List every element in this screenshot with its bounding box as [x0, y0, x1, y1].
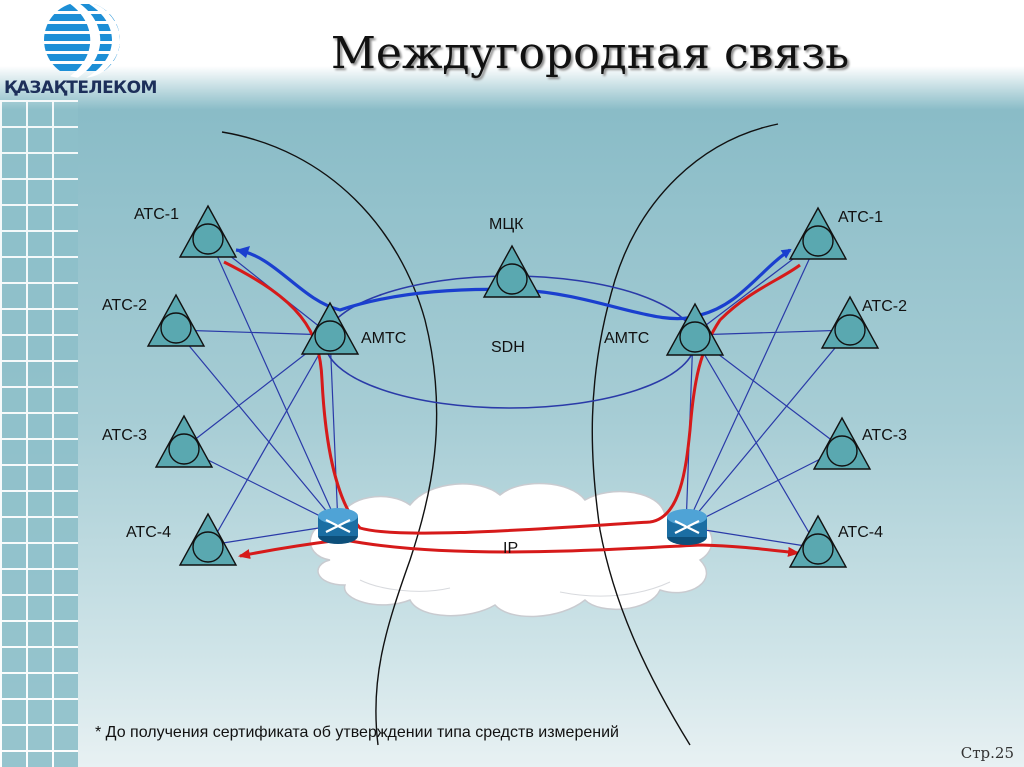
- label-atc2-right: АТС-2: [862, 298, 907, 315]
- router-icon-right: [667, 509, 707, 545]
- node-amtc-left: [300, 301, 360, 355]
- header-band: [0, 0, 1024, 110]
- node-atc2-left: [146, 293, 206, 347]
- node-atc2-right: [820, 295, 880, 349]
- page-title: Междугородная связь: [330, 28, 850, 79]
- node-atc3-left: [154, 414, 214, 468]
- node-atc1-right: [788, 206, 848, 260]
- label-atc1-left: АТС-1: [134, 206, 179, 223]
- page-number: Стр.25: [960, 744, 1014, 762]
- node-atc1-left: [178, 204, 238, 258]
- label-ip: IP: [503, 540, 518, 557]
- boundary-curve-left: [221, 131, 438, 746]
- label-sdh: SDH: [491, 339, 525, 356]
- label-atc3-right: АТС-3: [862, 427, 907, 444]
- cloud-shading: [359, 579, 671, 597]
- node-atc4-left: [178, 512, 238, 566]
- ip-cloud: [309, 482, 713, 618]
- logo-globe-icon: [44, 2, 120, 78]
- label-atc1-right: АТС-1: [838, 209, 883, 226]
- node-mck: [482, 244, 542, 298]
- label-atc4-left: АТС-4: [126, 524, 171, 541]
- label-atc2-left: АТС-2: [102, 297, 147, 314]
- boundary-curve-right: [591, 123, 779, 746]
- node-amtc-right: [665, 302, 725, 356]
- background-grid: [0, 100, 78, 767]
- router-icon-left: [318, 508, 358, 544]
- label-mck: МЦК: [489, 216, 524, 233]
- label-amtc-left: АМТС: [361, 330, 406, 347]
- label-atc4-right: АТС-4: [838, 524, 883, 541]
- node-atc3-right: [812, 416, 872, 470]
- label-atc3-left: АТС-3: [102, 427, 147, 444]
- label-amtc-right: АМТС: [604, 330, 649, 347]
- red-path-bottom: [344, 538, 800, 557]
- company-logo: ҚАЗАҚТЕЛЕКОМ: [4, 0, 164, 100]
- node-atc4-right: [788, 514, 848, 568]
- blue-arrowhead-left: [236, 246, 250, 258]
- logo-text: ҚАЗАҚТЕЛЕКОМ: [4, 78, 157, 98]
- footnote: * До получения сертификата об утверждени…: [95, 724, 619, 741]
